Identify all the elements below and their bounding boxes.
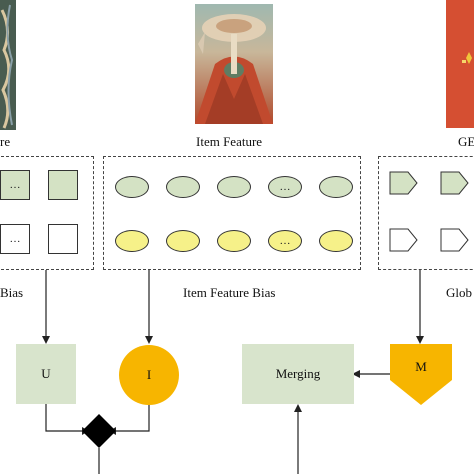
item-bias-ellipse — [166, 230, 200, 252]
item-feature-ellipse — [319, 176, 353, 198]
item-feature-group — [103, 156, 361, 270]
u-to-diamond-line — [45, 404, 82, 432]
item-feature-label: Item Feature — [196, 134, 263, 149]
item-feature-bias-label: Item Feature Bias — [183, 285, 276, 300]
user-node-label: U — [41, 366, 51, 381]
user-feature-label: re — [0, 134, 11, 149]
item-feature-image — [195, 4, 273, 124]
global-feature-image — [446, 0, 474, 128]
item-node-label: I — [146, 367, 152, 382]
global-node-pentagon — [390, 344, 452, 405]
global-feature-pentagon — [389, 171, 418, 195]
item-node-circle — [119, 345, 179, 405]
user-feature-image — [0, 0, 16, 130]
global-feature-group — [378, 156, 474, 270]
item-bias-ellipse — [319, 230, 353, 252]
user-bias-square — [48, 224, 78, 254]
user-feature-square — [48, 170, 78, 200]
global-bias-pentagon — [440, 228, 469, 252]
global-feature-label: GE — [458, 134, 474, 149]
global-feature-pentagon — [440, 171, 469, 195]
user-feature-bias-label: Bias — [0, 285, 24, 300]
item-bias-ellipse-ellipsis: … — [268, 230, 302, 252]
item-bias-ellipse — [115, 230, 149, 252]
item-feature-ellipse — [166, 176, 200, 198]
user-feature-square-ellipsis: … — [0, 170, 30, 200]
item-feature-ellipse — [217, 176, 251, 198]
user-feature-group — [0, 156, 94, 270]
item-feature-ellipse-ellipsis: … — [268, 176, 302, 198]
merge-diamond — [82, 414, 116, 448]
global-feature-bias-label: Glob — [446, 285, 472, 300]
item-bias-ellipse — [217, 230, 251, 252]
item-feature-ellipse — [115, 176, 149, 198]
i-to-diamond-line — [116, 404, 150, 432]
global-node-label: M — [415, 359, 427, 374]
user-node-box: U — [16, 344, 76, 404]
user-bias-square-ellipsis: … — [0, 224, 30, 254]
global-bias-pentagon — [389, 228, 418, 252]
merging-box: Merging — [242, 344, 354, 404]
merging-label: Merging — [275, 366, 321, 381]
